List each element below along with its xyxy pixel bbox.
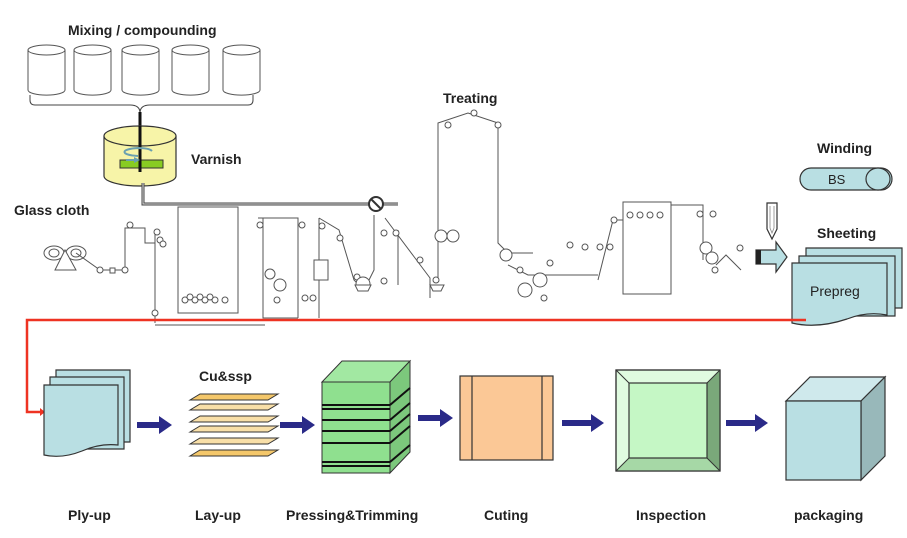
packaging-icon bbox=[784, 375, 887, 482]
mixing-tank-4 bbox=[171, 44, 210, 96]
varnish-label: Varnish bbox=[191, 151, 242, 167]
inspection-icon bbox=[615, 369, 721, 472]
pump-icon bbox=[368, 196, 384, 212]
mixing-tanks bbox=[27, 44, 261, 96]
feed-arrow-icon bbox=[755, 240, 788, 274]
mixing-tank-3 bbox=[121, 44, 160, 96]
glass-cloth-label: Glass cloth bbox=[14, 202, 90, 218]
varnish-tank bbox=[103, 125, 177, 187]
step-label-lay-up: Lay-up bbox=[195, 507, 241, 523]
mixing-tank-5 bbox=[222, 44, 261, 96]
rollers bbox=[96, 109, 744, 317]
arrow-icon-3 bbox=[418, 409, 453, 427]
ply-up-icon bbox=[43, 369, 131, 457]
prepreg-label: Prepreg bbox=[810, 283, 860, 299]
step-label-pressing-trimming: Pressing&Trimming bbox=[286, 507, 419, 523]
step-label-inspection: Inspection bbox=[636, 507, 707, 523]
arrow-icon-2 bbox=[280, 416, 315, 434]
mixing-manifold bbox=[29, 95, 254, 143]
winding-label: Winding bbox=[817, 140, 873, 156]
pressing-trimming-icon bbox=[320, 359, 412, 475]
step-label-packaging: packaging bbox=[794, 507, 864, 523]
cutter-knife-icon bbox=[766, 202, 778, 241]
mixing-label: Mixing / compounding bbox=[68, 22, 217, 38]
step-arrows bbox=[137, 409, 768, 434]
flow-line bbox=[25, 318, 806, 414]
prepreg-sheets bbox=[791, 247, 903, 326]
winding-roll bbox=[799, 167, 893, 191]
sheeting-label: Sheeting bbox=[817, 225, 877, 241]
winding-roll-label: BS bbox=[828, 172, 846, 187]
lay-up-material-label: Cu&ssp bbox=[199, 368, 252, 384]
varnish-pipe bbox=[141, 183, 398, 206]
cutting-icon bbox=[459, 375, 554, 461]
lay-up-icon bbox=[188, 393, 280, 457]
mixing-tank-2 bbox=[73, 44, 112, 96]
treating-label: Treating bbox=[443, 90, 498, 106]
step-label-ply-up: Ply-up bbox=[68, 507, 111, 523]
step-label-cutting: Cuting bbox=[484, 507, 529, 523]
mixing-tank-1 bbox=[27, 44, 66, 96]
arrow-icon-5 bbox=[726, 414, 768, 432]
arrow-icon-1 bbox=[137, 416, 172, 434]
glass-cloth-unwinder bbox=[43, 245, 87, 271]
arrow-icon-4 bbox=[562, 414, 604, 432]
